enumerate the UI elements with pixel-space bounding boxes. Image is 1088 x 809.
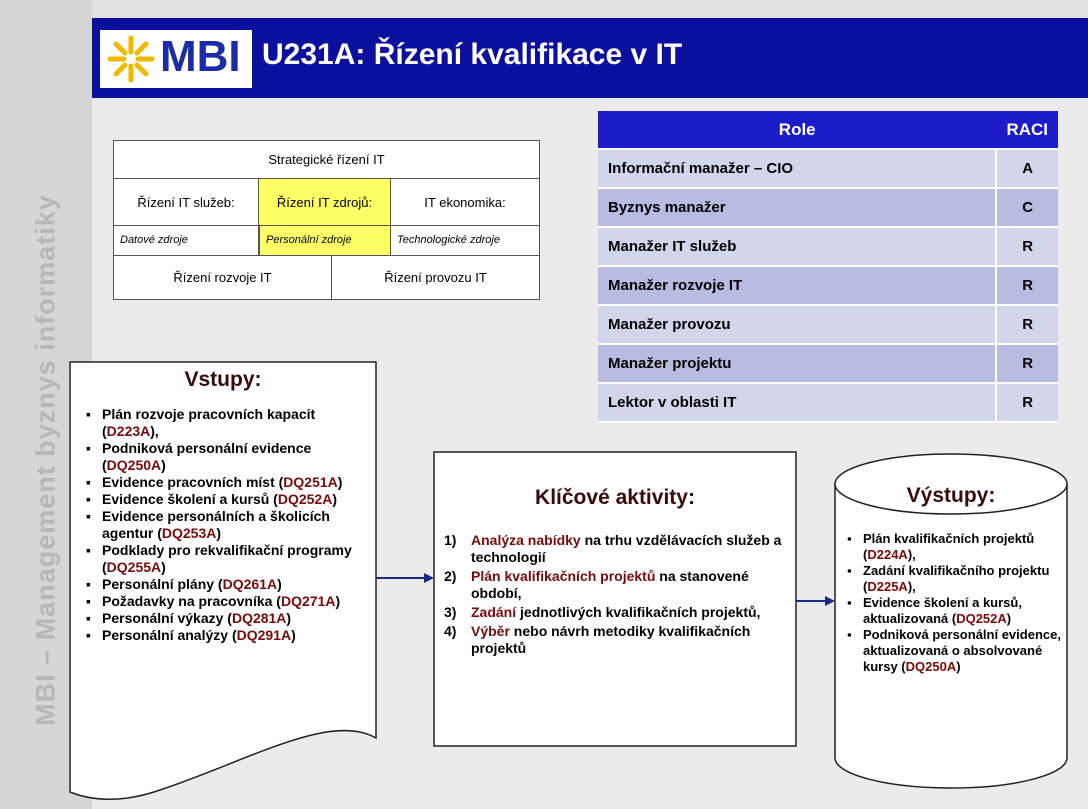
raci-value: R bbox=[996, 305, 1058, 345]
arrow-head-1 bbox=[424, 573, 434, 583]
input-item: Personální analýzy (DQ291A) bbox=[86, 627, 369, 644]
sun-icon bbox=[107, 35, 155, 83]
activity-item: 1)Analýza nabídky na trhu vzdělávacích s… bbox=[444, 532, 782, 565]
input-item: Evidence školení a kursů (DQ252A) bbox=[86, 491, 369, 508]
activity-item: 3)Zadání jednotlivých kvalifikačních pro… bbox=[444, 604, 761, 620]
output-item: Evidence školení a kursů, aktualizovaná … bbox=[847, 595, 1065, 627]
activities-list: 1)Analýza nabídky na trhu vzdělávacích s… bbox=[444, 532, 789, 659]
outputs-cylinder-top bbox=[834, 453, 1068, 515]
input-item: Požadavky na pracovníka (DQ271A) bbox=[86, 593, 369, 610]
activities-title: Klíčové aktivity: bbox=[535, 486, 695, 509]
input-item: Personální plány (DQ261A) bbox=[86, 576, 369, 593]
inputs-title: Vstupy: bbox=[184, 368, 262, 391]
map-resource-mgmt: Řízení IT zdrojů: bbox=[259, 179, 391, 225]
raci-value: C bbox=[996, 188, 1058, 228]
header-bar bbox=[92, 18, 1088, 98]
map-tech-resources: Technologické zdroje bbox=[391, 225, 539, 256]
raci-value: R bbox=[996, 344, 1058, 384]
raci-value: R bbox=[996, 266, 1058, 306]
activities-box bbox=[433, 451, 797, 747]
map-service-mgmt: Řízení IT služeb: bbox=[114, 179, 259, 225]
raci-header-raci: RACI bbox=[996, 111, 1058, 150]
raci-role: Lektor v oblasti IT bbox=[598, 383, 998, 423]
raci-value: R bbox=[996, 383, 1058, 423]
output-item: Podniková personální evidence, aktualizo… bbox=[847, 627, 1065, 675]
input-item: Evidence personálních a školicích agentu… bbox=[86, 508, 369, 542]
raci-value: A bbox=[996, 149, 1058, 189]
input-item: Evidence pracovních míst (DQ251A) bbox=[86, 474, 369, 491]
map-economics: IT ekonomika: bbox=[424, 194, 506, 210]
input-item: Plán rozvoje pracovních kapacit (D223A), bbox=[86, 406, 369, 440]
raci-role: Manažer provozu bbox=[598, 305, 998, 345]
raci-header-role: Role bbox=[598, 111, 997, 150]
mbi-logo: MBI bbox=[100, 30, 252, 88]
input-item: Personální výkazy (DQ281A) bbox=[86, 610, 369, 627]
page-title: U231A: Řízení kvalifikace v IT bbox=[262, 38, 683, 71]
inputs-list: Plán rozvoje pracovních kapacit (D223A),… bbox=[84, 406, 369, 644]
process-map: Strategické řízení IT Řízení IT služeb: … bbox=[113, 140, 540, 300]
output-item: Plán kvalifikačních projektů (D224A), bbox=[847, 531, 1065, 563]
map-operations: Řízení provozu IT bbox=[384, 270, 487, 285]
map-data-resources: Datové zdroje bbox=[114, 225, 259, 256]
raci-role: Informační manažer – CIO bbox=[598, 149, 998, 189]
arrow-head-2 bbox=[825, 596, 835, 606]
map-development: Řízení rozvoje IT bbox=[114, 256, 332, 299]
raci-value: R bbox=[996, 227, 1058, 267]
map-strategic: Strategické řízení IT bbox=[114, 141, 539, 179]
raci-role: Byznys manažer bbox=[598, 188, 998, 228]
activity-item: 2)Plán kvalifikačních projektů na stanov… bbox=[444, 568, 749, 601]
map-personnel: Personální zdroje bbox=[259, 225, 391, 256]
activity-item: 4)Výběr nebo návrh metodiky kvalifikační… bbox=[444, 623, 751, 656]
input-item: Podklady pro rekvalifikační programy (DQ… bbox=[86, 542, 369, 576]
output-item: Zadání kvalifikačního projektu (D225A), bbox=[847, 563, 1065, 595]
outputs-title: Výstupy: bbox=[906, 484, 996, 507]
logo-text: MBI bbox=[160, 32, 241, 81]
raci-role: Manažer IT služeb bbox=[598, 227, 998, 267]
outputs-list: Plán kvalifikačních projektů (D224A), Za… bbox=[845, 531, 1065, 675]
raci-role: Manažer rozvoje IT bbox=[598, 266, 998, 306]
raci-role: Manažer projektu bbox=[598, 344, 998, 384]
input-item: Podniková personální evidence (DQ250A) bbox=[86, 440, 369, 474]
